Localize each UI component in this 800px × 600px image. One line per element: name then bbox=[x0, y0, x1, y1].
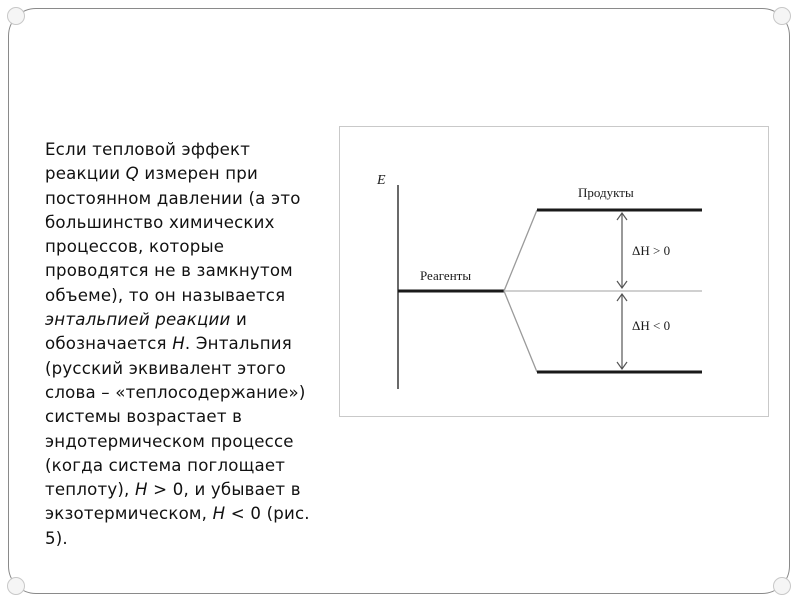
frame-corner bbox=[7, 7, 25, 25]
products-label: Продукты bbox=[578, 185, 634, 200]
exothermic-path bbox=[503, 290, 538, 373]
text-run: < 0 (рис. 5). bbox=[45, 504, 310, 548]
h-symbol: H bbox=[212, 504, 226, 524]
dh-negative-label: ΔH < 0 bbox=[632, 318, 670, 333]
enthalpy-diagram-svg: E Реагенты Продукты ΔH > 0 ΔH < 0 bbox=[376, 173, 702, 389]
text-run: и обозначается bbox=[45, 310, 247, 354]
text-run: > 0, и убывает в экзотермическом, bbox=[45, 480, 301, 524]
dh-negative-arrow bbox=[616, 292, 628, 371]
text-run: . Энтальпия (русский эквивалент этого сл… bbox=[45, 334, 306, 500]
text-run: Если тепловой эффект реакции bbox=[45, 140, 251, 184]
frame-corner bbox=[773, 577, 791, 595]
h-symbol: H bbox=[172, 334, 185, 354]
energy-axis-label: E bbox=[376, 173, 386, 188]
enthalpy-term: энтальпией реакции bbox=[45, 310, 231, 330]
q-symbol: Q bbox=[125, 164, 139, 184]
reagents-label: Реагенты bbox=[420, 268, 471, 283]
h-symbol: H bbox=[135, 480, 148, 500]
enthalpy-diagram: E Реагенты Продукты ΔH > 0 ΔH < 0 bbox=[339, 126, 769, 417]
frame-corner bbox=[7, 577, 25, 595]
text-run: измерен при постоянном давлении (а это б… bbox=[45, 164, 301, 305]
dh-positive-arrow bbox=[616, 211, 628, 290]
dh-positive-label: ΔH > 0 bbox=[632, 243, 670, 258]
frame-corner bbox=[773, 7, 791, 25]
endothermic-path bbox=[503, 209, 538, 292]
enthalpy-paragraph: Если тепловой эффект реакции Q измерен п… bbox=[45, 138, 330, 551]
